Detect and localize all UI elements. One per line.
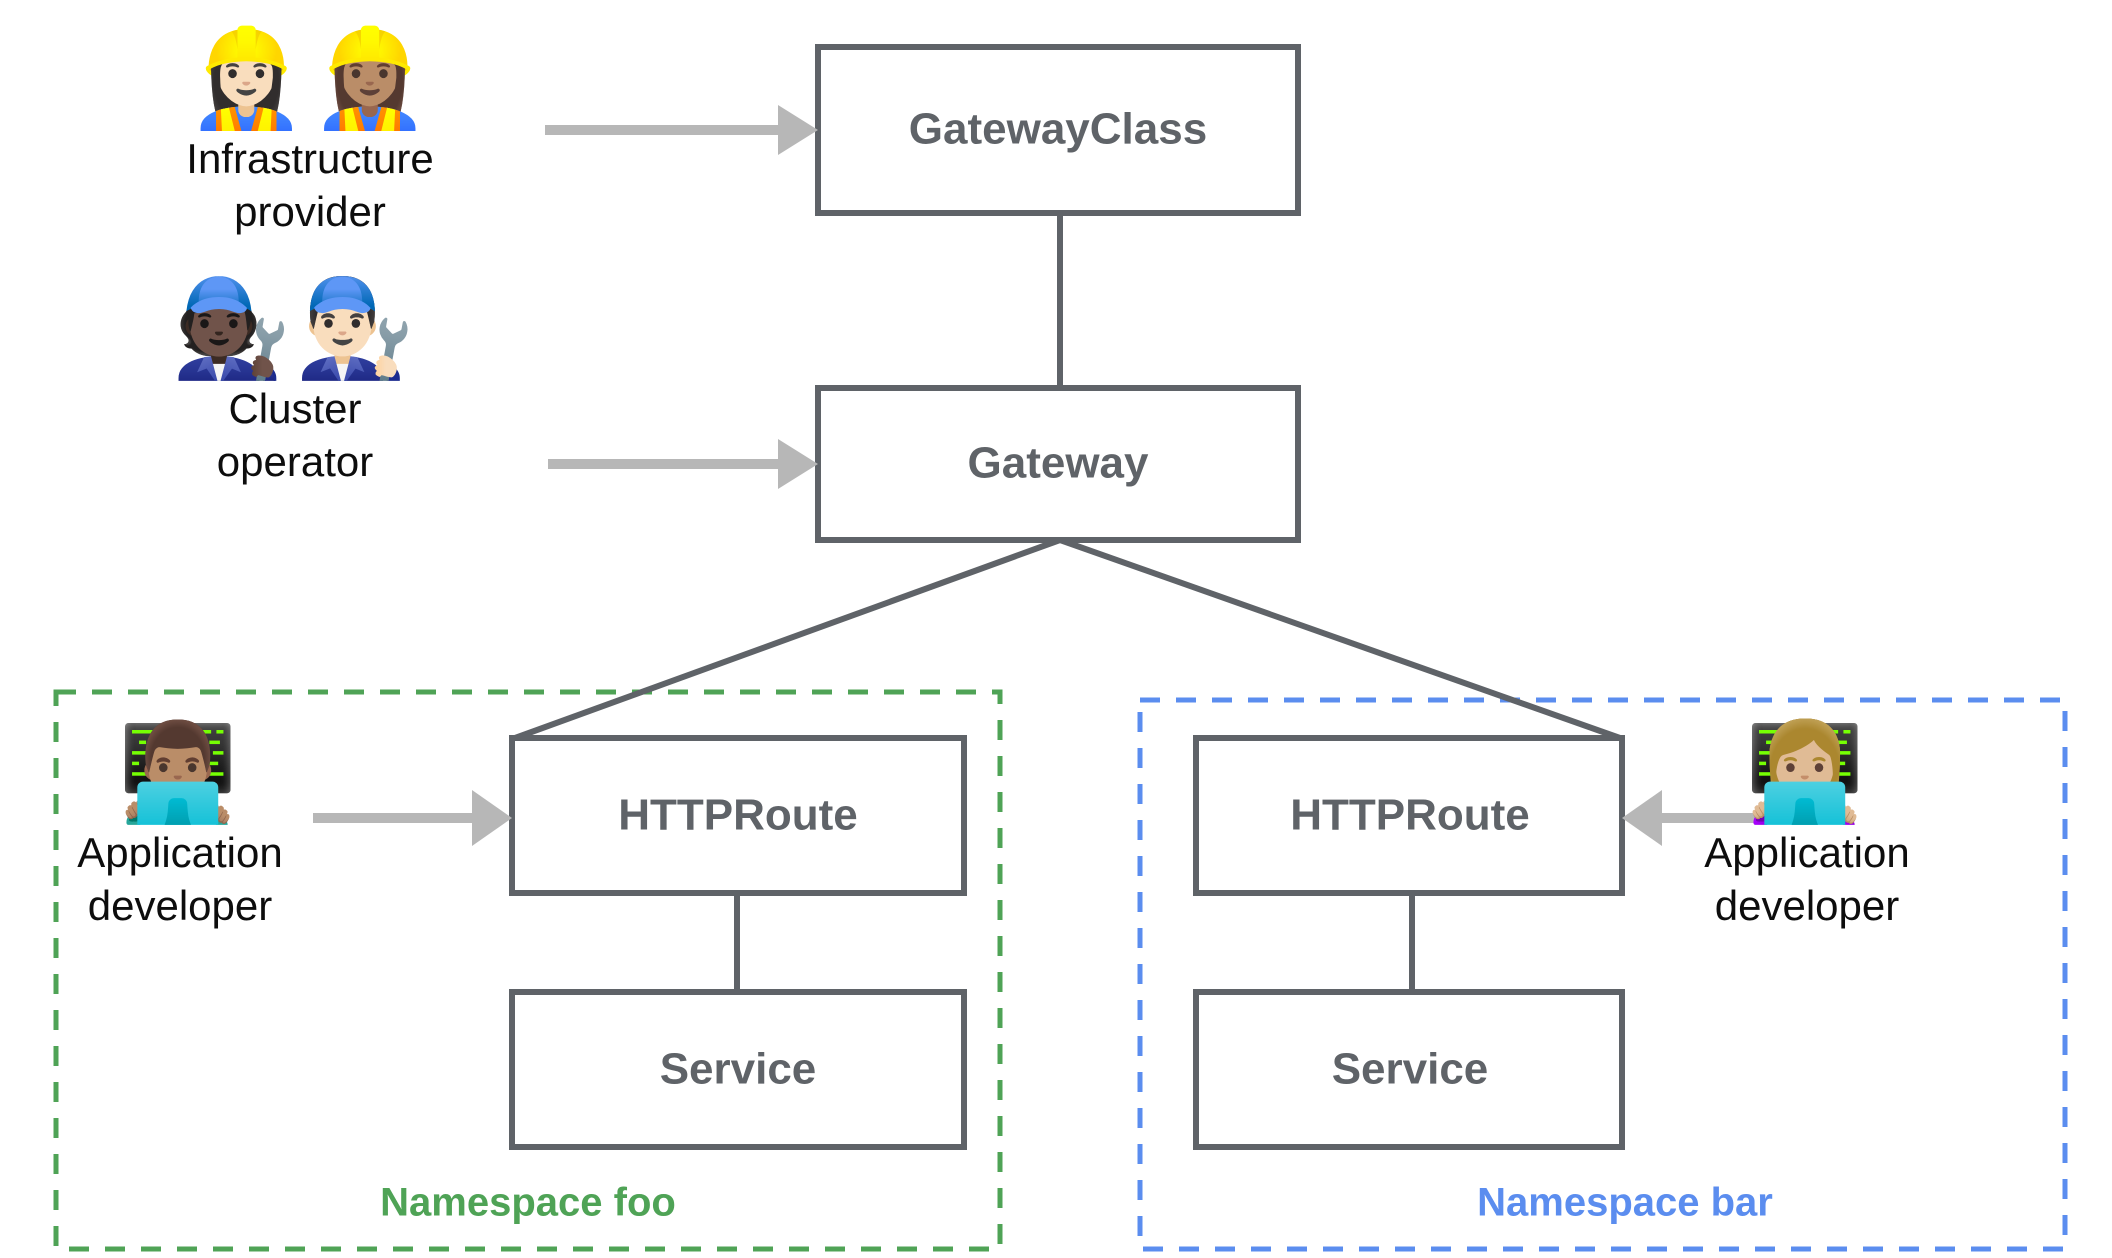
node-service-bar[interactable] xyxy=(1193,989,1625,1150)
actor-infrastructure-provider-line1: Infrastructure xyxy=(186,134,434,182)
actor-cluster-operator-line1: Cluster xyxy=(228,384,362,432)
arrow-cluster-operator-to-gateway xyxy=(548,439,818,489)
arrow-application-developer-foo-to-httproute xyxy=(313,790,512,846)
namespace-foo-container xyxy=(53,689,1003,1252)
mechanic-icon: 🧑🏿‍🔧👨🏻‍🔧 xyxy=(171,272,419,384)
actor-infrastructure-provider-line2: provider xyxy=(234,187,386,235)
actor-application-developer-bar-line1: Application xyxy=(1704,828,1910,876)
actor-application-developer-foo-line1: Application xyxy=(77,828,283,876)
node-gatewayclass[interactable] xyxy=(815,44,1301,216)
actor-infrastructure-provider: 👷🏻‍♀️👷🏽‍♀️ Infrastructure provider xyxy=(110,28,510,235)
actor-application-developer-bar-line2: developer xyxy=(1714,881,1900,929)
actor-cluster-operator: 🧑🏿‍🔧👨🏻‍🔧 Cluster operator xyxy=(95,278,495,485)
node-service-bar-label: Service xyxy=(1332,1045,1489,1094)
construction-worker-icon: 👷🏻‍♀️👷🏽‍♀️ xyxy=(186,22,434,134)
node-httproute-bar-label: HTTPRoute xyxy=(1290,791,1530,840)
arrow-infrastructure-provider-to-gatewayclass xyxy=(545,105,818,155)
node-gatewayclass-label: GatewayClass xyxy=(909,105,1207,154)
edge-gateway-to-httproute-foo xyxy=(513,537,1062,741)
actor-application-developer-foo-line2: developer xyxy=(87,881,273,929)
namespace-bar-container xyxy=(1137,697,2068,1252)
arrow-application-developer-bar-to-httproute xyxy=(1622,790,1820,846)
node-httproute-foo[interactable] xyxy=(509,735,967,896)
edge-gateway-to-httproute-bar xyxy=(1058,537,1622,741)
node-service-foo-label: Service xyxy=(660,1045,817,1094)
technologist-icon: 👨🏽‍💻 xyxy=(118,716,242,828)
technologist-icon: 👩🏼‍💻 xyxy=(1745,716,1869,828)
actor-cluster-operator-line2: operator xyxy=(216,437,374,485)
node-gateway-label: Gateway xyxy=(968,439,1150,488)
namespace-bar-label: Namespace bar xyxy=(1477,1181,1773,1225)
node-httproute-foo-label: HTTPRoute xyxy=(618,791,858,840)
node-httproute-bar[interactable] xyxy=(1193,735,1625,896)
actor-application-developer-foo: 👨🏽‍💻 Application developer xyxy=(0,722,380,929)
namespace-foo-label: Namespace foo xyxy=(380,1181,676,1225)
actor-application-developer-bar: 👩🏼‍💻 Application developer xyxy=(1607,722,2007,929)
node-service-foo[interactable] xyxy=(509,989,967,1150)
